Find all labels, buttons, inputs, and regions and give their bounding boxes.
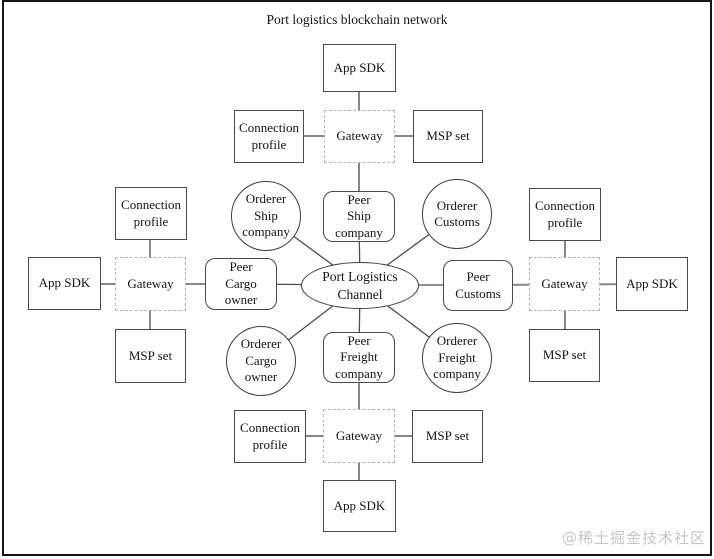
- orderer-cargo-owner-node: Orderer Cargo owner: [226, 326, 296, 396]
- gateway-box-left: Gateway: [115, 257, 186, 311]
- gateway-box-bottom: Gateway: [323, 409, 395, 463]
- msp-set-box-top: MSP set: [413, 110, 483, 163]
- app-sdk-box-right: App SDK: [616, 257, 688, 311]
- port-logistics-channel-node: Port Logistics Channel: [301, 262, 419, 309]
- app-sdk-box-bottom: App SDK: [323, 480, 396, 532]
- peer-ship-company-node: Peer Ship company: [323, 191, 395, 242]
- peer-cargo-owner-node: Peer Cargo owner: [205, 258, 277, 310]
- msp-set-box-left: MSP set: [115, 329, 186, 383]
- orderer-ship-company-node: Orderer Ship company: [231, 181, 301, 251]
- app-sdk-box-top: App SDK: [323, 44, 396, 92]
- watermark: @稀土掘金技术社区: [561, 529, 706, 547]
- peer-customs-node: Peer Customs: [443, 260, 513, 311]
- diagram-title: Port logistics blockchain network: [266, 12, 448, 27]
- gateway-box-right: Gateway: [529, 257, 600, 311]
- gateway-box-top: Gateway: [324, 110, 395, 163]
- connection-profile-box-top: Connection profile: [234, 110, 304, 163]
- connection-profile-box-right: Connection profile: [529, 188, 601, 241]
- app-sdk-box-left: App SDK: [28, 257, 101, 310]
- connection-profile-box-bottom: Connection profile: [234, 410, 306, 463]
- peer-freight-company-node: Peer Freight company: [323, 332, 395, 383]
- msp-set-box-bottom: MSP set: [412, 410, 483, 463]
- connection-profile-box-left: Connection profile: [115, 187, 187, 240]
- orderer-freight-company-node: Orderer Freight company: [422, 323, 492, 393]
- msp-set-box-right: MSP set: [529, 329, 600, 382]
- orderer-customs-node: Orderer Customs: [422, 179, 492, 249]
